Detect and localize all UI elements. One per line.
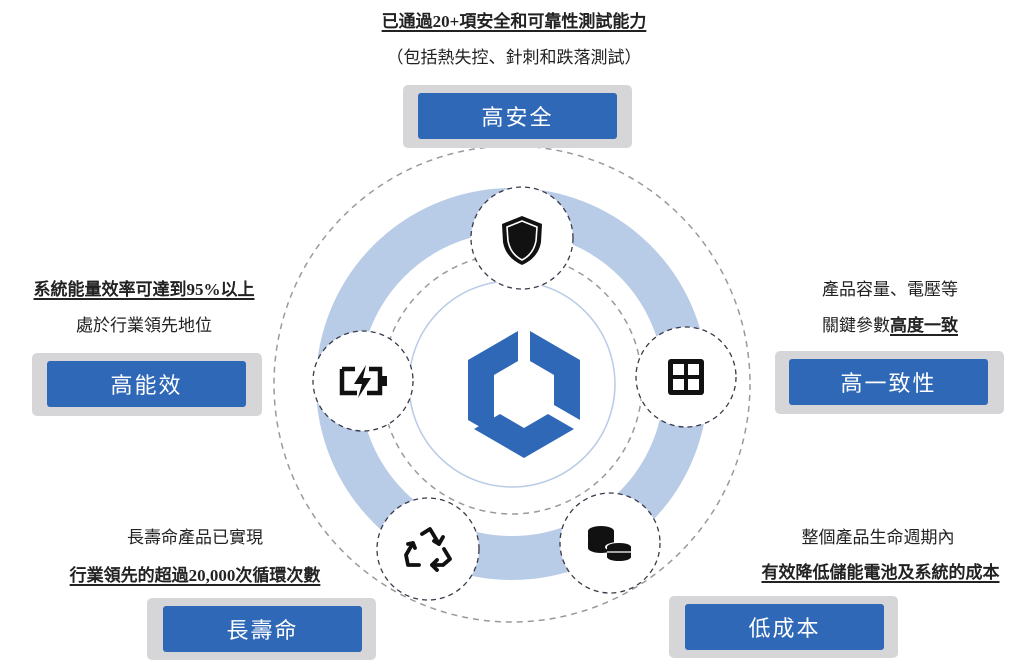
longevity-headline: 行業領先的超過20,000次循環次數 xyxy=(69,566,321,585)
efficiency-headline: 系統能量效率可達到95%以上 xyxy=(33,280,255,299)
hexagon-logo-icon xyxy=(468,331,580,458)
cost-headline: 有效降低儲能電池及系統的成本 xyxy=(761,563,1000,582)
consistency-line1: 產品容量、電壓等 xyxy=(822,280,958,299)
grid-node xyxy=(635,326,737,428)
consistency-line2-emphasis: 高度一致 xyxy=(890,316,958,335)
recycle-node xyxy=(376,497,480,601)
coins-node xyxy=(559,492,661,594)
shield-icon xyxy=(502,216,542,265)
efficiency-subline: 處於行業領先地位 xyxy=(76,316,212,335)
cost-label: 低成本 xyxy=(685,604,884,650)
safety-headline: 已通過20+項安全和可靠性測試能力 xyxy=(381,12,647,31)
consistency-label: 高一致性 xyxy=(789,359,988,405)
longevity-label: 長壽命 xyxy=(163,606,362,652)
battery-charging-icon xyxy=(339,365,387,398)
safety-subline: （包括熱失控、針刺和跌落測試） xyxy=(386,48,642,67)
recycle-icon xyxy=(404,527,452,572)
inner-thin-ring xyxy=(408,280,616,488)
battery-node xyxy=(312,330,414,432)
grid-icon xyxy=(668,359,704,395)
coins-icon xyxy=(588,526,633,561)
inner-dashed-ring xyxy=(381,253,643,515)
consistency-line2: 關鍵參數高度一致 xyxy=(770,316,1010,336)
longevity-line1: 長壽命產品已實現 xyxy=(127,528,263,547)
outer-dashed-ring xyxy=(273,145,751,623)
safety-label: 高安全 xyxy=(418,93,617,139)
shield-node xyxy=(470,186,574,290)
consistency-line2-prefix: 關鍵參數 xyxy=(822,316,890,335)
cost-line1: 整個產品生命週期內 xyxy=(801,528,955,547)
efficiency-label: 高能效 xyxy=(47,361,246,407)
